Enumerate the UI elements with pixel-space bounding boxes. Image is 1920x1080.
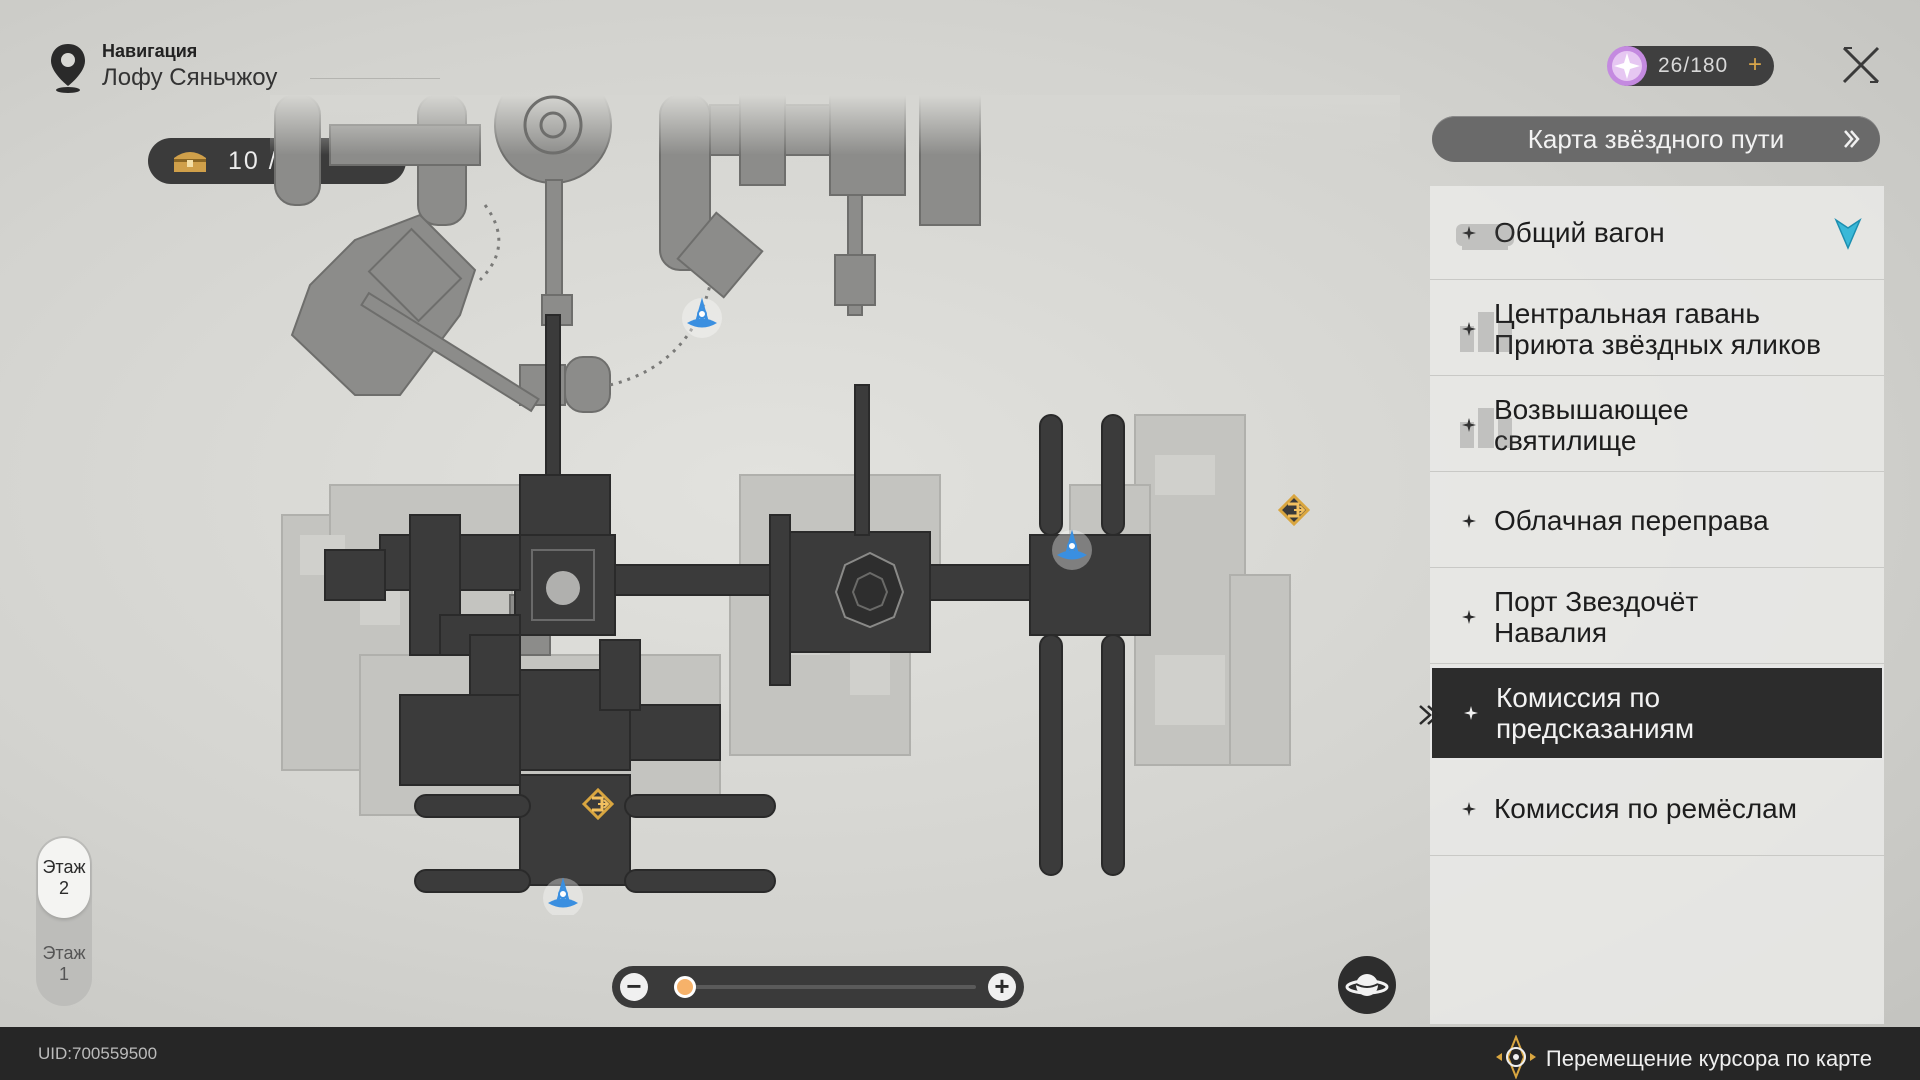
current-location: Лофу Сяньчжоу xyxy=(102,64,278,91)
building-icon xyxy=(1460,312,1512,352)
area-item-central-starskiff-haven[interactable]: Центральная гавань Приюта звёздных ялико… xyxy=(1430,282,1884,376)
bottom-bar: UID:700559500 Перемещение курсора по кар… xyxy=(0,1027,1920,1080)
location-pin-icon xyxy=(51,44,85,93)
floor-label: Этаж xyxy=(42,943,86,963)
area-item-label: Центральная гавань Приюта звёздных ялико… xyxy=(1494,297,1821,360)
zoom-control: − + xyxy=(612,966,1024,1008)
planet-icon xyxy=(1345,974,1389,996)
close-icon[interactable] xyxy=(1840,44,1882,86)
zoom-out-button[interactable]: − xyxy=(620,973,648,1001)
path-dotted xyxy=(609,284,712,387)
area-item-divination-commission[interactable]: Комиссия по предсказаниям xyxy=(1430,666,1884,760)
zoom-slider[interactable] xyxy=(674,976,976,998)
floor-number: 2 xyxy=(58,878,69,898)
dpad-icon xyxy=(1495,1035,1536,1079)
zoom-in-button[interactable]: + xyxy=(988,973,1016,1001)
star-bullet-icon xyxy=(1462,417,1476,432)
current-location-marker-icon xyxy=(1834,218,1862,250)
control-hint-label: Перемещение курсора по карте xyxy=(1545,1046,1872,1071)
area-item-label: Комиссия по предсказаниям xyxy=(1496,682,1695,744)
plaza xyxy=(531,549,595,621)
area-item-label: Порт Звездочёт Навалия xyxy=(1494,585,1699,648)
area-item-stargazer-navalia[interactable]: Порт Звездочёт Навалия xyxy=(1430,570,1884,664)
area-list-panel: Общий вагон Центральная гавань Приюта зв… xyxy=(1430,186,1884,1024)
floor-number: 1 xyxy=(58,964,69,984)
circular-plaza xyxy=(523,95,583,155)
space-anchor-icon[interactable] xyxy=(682,297,722,338)
floor-2-button[interactable]: Этаж 2 xyxy=(38,838,90,918)
map-fade xyxy=(270,95,1400,155)
star-bullet-icon xyxy=(1462,609,1476,624)
zoom-slider-handle[interactable] xyxy=(674,976,696,998)
world-switch-button[interactable] xyxy=(1338,956,1396,1014)
space-anchor-icon[interactable] xyxy=(543,877,583,915)
uid-label: UID:700559500 xyxy=(38,1044,158,1063)
trailblaze-power-value: 26/180 xyxy=(1658,54,1729,77)
area-item-exalting-sanctum[interactable]: Возвышающее святилище xyxy=(1430,378,1884,472)
train-icon xyxy=(1456,224,1514,250)
area-item-label: Комиссия по ремёслам xyxy=(1494,793,1797,824)
area-item-label: Облачная переправа xyxy=(1494,505,1769,536)
fountain xyxy=(546,571,580,605)
star-bullet-icon xyxy=(1462,801,1476,816)
nav-label: Навигация xyxy=(102,41,198,61)
floor-1-button[interactable]: Этаж 1 xyxy=(38,924,90,1004)
selected-arrow-icon xyxy=(1419,705,1440,725)
add-power-button[interactable]: + xyxy=(1747,51,1762,78)
exit-icon[interactable] xyxy=(1277,493,1311,527)
star-bullet-icon xyxy=(1462,225,1476,240)
double-chevron-right-icon xyxy=(1844,130,1860,148)
star-bullet-icon xyxy=(1464,706,1478,720)
star-bullet-icon xyxy=(1462,513,1476,528)
octagon-hall xyxy=(834,551,905,629)
treasure-chest-icon xyxy=(174,152,206,172)
trailblaze-power-icon xyxy=(1607,46,1647,86)
trailblaze-power[interactable]: 26/180 + xyxy=(1607,46,1774,86)
navigation-header: Навигация Лофу Сяньчжоу xyxy=(48,40,277,94)
circular-plaza-core xyxy=(539,111,567,139)
octagon-inner xyxy=(851,571,889,612)
path-dotted xyxy=(478,204,501,282)
area-item-cloudford[interactable]: Облачная переправа xyxy=(1430,474,1884,568)
area-item-label: Возвышающее святилище xyxy=(1494,393,1689,456)
star-rail-map-button[interactable]: Карта звёздного пути xyxy=(1432,116,1880,162)
star-rail-map-label: Карта звёздного пути xyxy=(1527,123,1785,154)
area-map[interactable] xyxy=(270,95,1400,915)
area-item-artisanship-commission[interactable]: Комиссия по ремёслам xyxy=(1430,762,1884,856)
area-item-parlor-car[interactable]: Общий вагон xyxy=(1430,186,1884,280)
divider xyxy=(310,78,440,79)
area-item-label: Общий вагон xyxy=(1494,217,1665,248)
control-hint: Перемещение курсора по карте xyxy=(1492,1035,1872,1079)
star-bullet-icon xyxy=(1462,321,1476,336)
floor-selector: Этаж 2 Этаж 1 xyxy=(36,836,92,1006)
exit-icon[interactable] xyxy=(581,787,615,821)
building-icon xyxy=(1460,408,1512,448)
floor-label: Этаж xyxy=(42,857,86,877)
space-anchor-icon[interactable] xyxy=(1052,529,1092,570)
